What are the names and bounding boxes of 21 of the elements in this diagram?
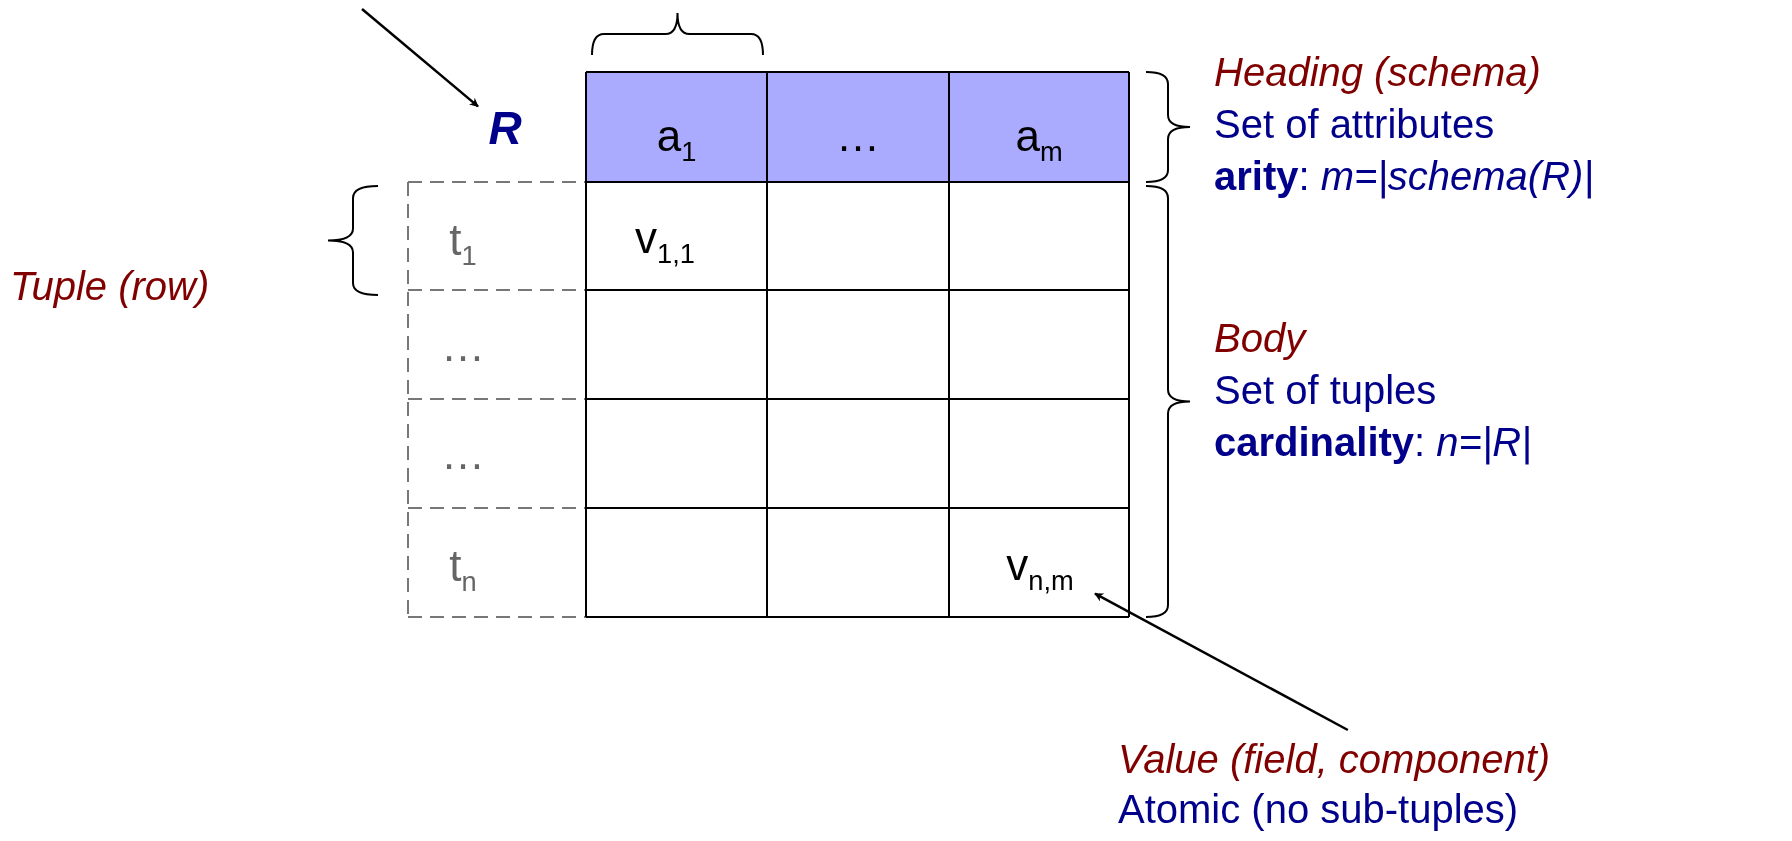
arrow: [1094, 592, 1349, 732]
arrow: [361, 8, 479, 108]
label-text: arity: m=|schema(R)|: [1214, 153, 1594, 200]
relation-name: R: [488, 101, 522, 157]
label-text: t$_{n}$: [448, 540, 478, 593]
label-text: Heading (schema): [1214, 49, 1541, 96]
label-text: …: [440, 428, 486, 480]
label-text: Set of attributes: [1214, 101, 1495, 148]
label-text: t$_{1}$: [448, 214, 478, 267]
label-text: a$_{m}$: [1014, 110, 1064, 163]
annotation-text: v$_{n,m}$: [1006, 538, 1074, 592]
annotation-text: Atomic (no sub-tuples): [1118, 786, 1519, 833]
label-text: Body: [1214, 315, 1306, 362]
label-text: cardinality: n=|R|: [1214, 419, 1532, 466]
label-text: Tuple (row): [10, 263, 210, 310]
label-text: Set of tuples: [1214, 367, 1437, 414]
label-text: …: [835, 110, 881, 162]
label-text: …: [440, 320, 486, 372]
annotation-text: Value (field, component): [1118, 736, 1551, 783]
label-text: a$_{1}$: [655, 110, 698, 163]
label-text: v$_{1,1}$: [634, 212, 696, 265]
